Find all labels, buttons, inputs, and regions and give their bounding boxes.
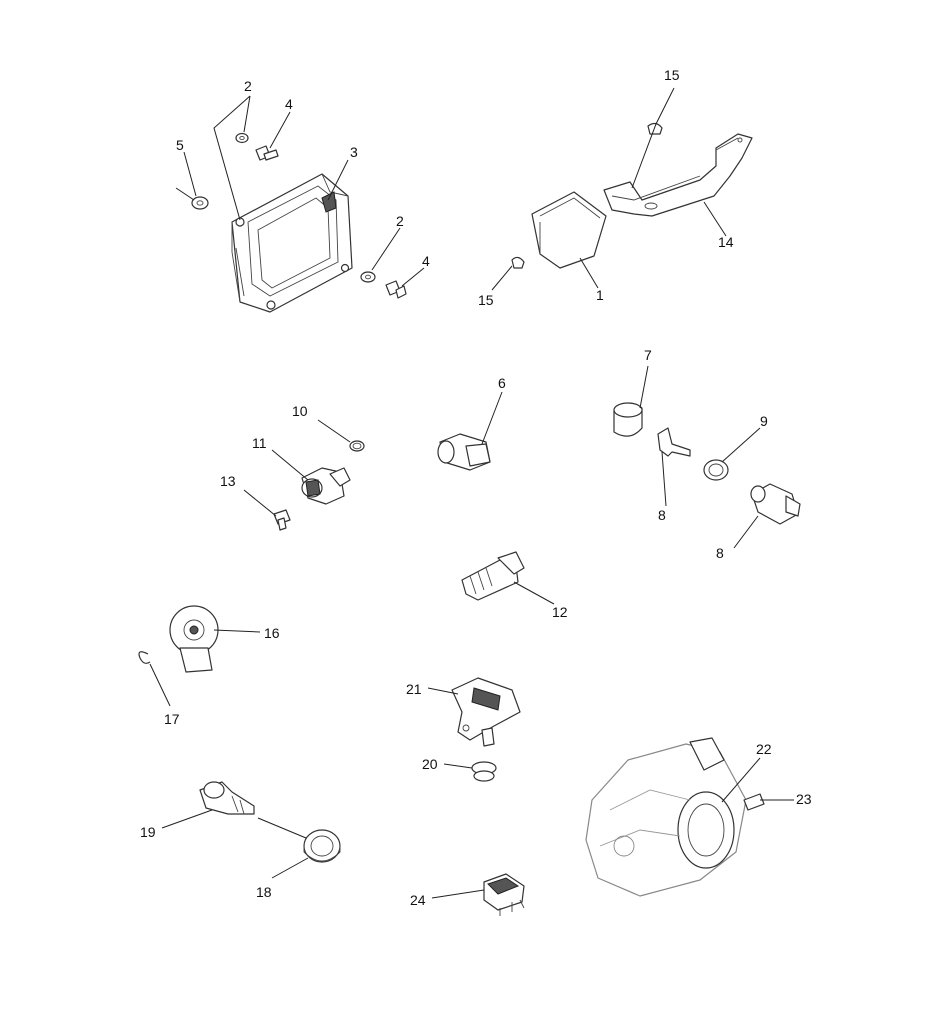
module-cover	[531, 191, 607, 269]
seal-18	[303, 829, 341, 863]
callout-12: 12	[552, 604, 568, 620]
bolt-4a	[255, 145, 279, 161]
callout-21: 21	[406, 681, 422, 697]
callout-19: 19	[140, 824, 156, 840]
callout-2b: 2	[396, 213, 404, 229]
switch-24	[483, 873, 525, 916]
callout-18: 18	[256, 884, 272, 900]
rivet-15b	[511, 256, 525, 269]
callout-9: 9	[760, 413, 768, 429]
callout-7: 7	[644, 347, 652, 363]
washer-5	[191, 196, 209, 210]
sensor-6	[437, 433, 491, 471]
callout-4a: 4	[285, 96, 293, 112]
callout-14: 14	[718, 234, 734, 250]
throttle-body-22	[585, 737, 747, 897]
clip-17	[138, 651, 151, 664]
callout-8b: 8	[716, 545, 724, 561]
cap-7	[613, 402, 643, 437]
o-ring-20	[471, 761, 497, 782]
callout-17: 17	[164, 711, 180, 727]
callout-22: 22	[756, 741, 772, 757]
callout-20: 20	[422, 756, 438, 772]
callout-6: 6	[498, 375, 506, 391]
callout-15a: 15	[664, 67, 680, 83]
callout-23: 23	[796, 791, 812, 807]
bolt-13	[273, 509, 291, 531]
callout-1: 1	[596, 287, 604, 303]
sensor-11	[301, 467, 351, 505]
callout-24: 24	[410, 892, 426, 908]
callout-labels: 2 4 5 3 2 4 15 14 15 1 10 11 13 6 7 9 8 …	[140, 67, 812, 908]
callout-15b: 15	[478, 292, 494, 308]
callout-13: 13	[220, 473, 236, 489]
map-sensor-21	[451, 677, 521, 747]
leader-lines	[149, 87, 794, 899]
grommet-9	[703, 459, 729, 481]
mounting-bracket	[603, 133, 753, 217]
screw-23	[743, 793, 765, 811]
speed-sensor-19	[199, 781, 255, 815]
rivet-15a	[647, 122, 663, 135]
callout-5: 5	[176, 137, 184, 153]
callout-2a: 2	[244, 78, 252, 94]
callout-3: 3	[350, 144, 358, 160]
o-ring-10	[349, 440, 365, 452]
washer-2b	[360, 271, 376, 283]
callout-8a: 8	[658, 507, 666, 523]
temp-sensor-12	[461, 551, 525, 601]
clip-8a	[657, 427, 691, 457]
ecu-module	[231, 173, 353, 313]
sensor-8b	[750, 483, 801, 525]
bolt-4b	[385, 280, 407, 299]
knock-sensor-16	[169, 605, 219, 673]
callout-11: 11	[252, 435, 267, 451]
callout-4b: 4	[422, 253, 430, 269]
callout-10: 10	[292, 403, 308, 419]
washer-2a	[235, 132, 249, 144]
callout-16: 16	[264, 625, 280, 641]
